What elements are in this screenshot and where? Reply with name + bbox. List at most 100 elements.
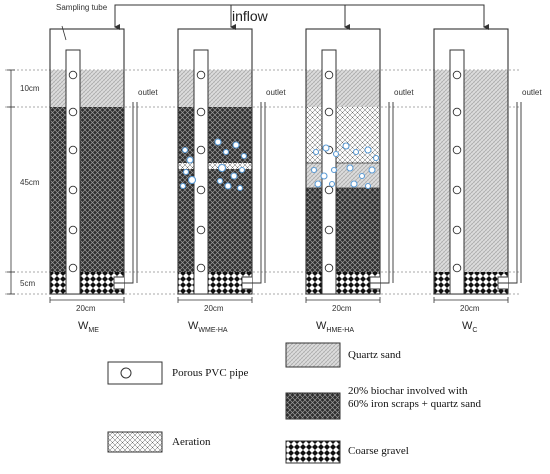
column-2-pvc-hole-3: [196, 145, 206, 155]
column-2-name: WWME-HA: [188, 320, 228, 334]
column-3-bubble-8: [328, 180, 336, 188]
column-1-outlet-tube: [114, 102, 134, 284]
column-1-layer-2: [50, 107, 124, 272]
column-1-pvc-hole-1: [68, 70, 78, 80]
column-2-bubble-6: [214, 138, 222, 146]
column-2-bubble-13: [224, 182, 232, 190]
dim-layer-middle: 45cm: [20, 178, 40, 187]
column-3-bubble-15: [350, 180, 358, 188]
column-4-width-label: 20cm: [460, 304, 480, 313]
column-1-outlet-label: outlet: [138, 88, 158, 97]
column-1-name: WME: [78, 320, 99, 334]
columns-group: [49, 28, 522, 303]
dim-layer-bottom: 5cm: [20, 279, 36, 288]
column-2-bubble-4: [187, 175, 197, 185]
column-3-bubble-6: [330, 166, 338, 174]
column-2-bubble-10: [217, 163, 227, 173]
column-2-pvc-hole-5: [196, 225, 206, 235]
column-3-name-main: W: [316, 320, 327, 332]
column-4-pvc-hole-4: [452, 185, 462, 195]
column-2-bubble-9: [240, 152, 248, 160]
column-4-pvc-hole-1: [452, 70, 462, 80]
legend-biochar-swatch: [285, 392, 341, 420]
column-3-outlet-label: outlet: [394, 88, 414, 97]
column-2-bubble-5: [179, 182, 187, 190]
column-2-outlet-tube: [242, 102, 262, 284]
column-2-name-sub: WME-HA: [198, 327, 228, 335]
column-2-aeration-band: [178, 163, 252, 169]
column-2-outlet-label: outlet: [266, 88, 286, 97]
column-4-pvc-pipe: [449, 49, 465, 295]
column-3-bubble-5: [320, 172, 328, 180]
column-3-container: [305, 28, 381, 295]
column-2-bubble-1: [181, 146, 189, 154]
column-2-width-label: 20cm: [204, 304, 224, 313]
column-3-bubble-10: [352, 148, 360, 156]
column-2-pvc-hole-4: [196, 185, 206, 195]
legend-gravel-label: Coarse gravel: [348, 445, 409, 457]
column-3-pvc-hole-2: [324, 107, 334, 117]
column-3-bubble-7: [314, 180, 322, 188]
column-1-layer-3: [50, 272, 124, 294]
sampling-tube-label: Sampling tube: [56, 3, 108, 12]
column-3-bubble-14: [368, 166, 376, 174]
column-4-name: WC: [462, 320, 477, 334]
column-2-bubble-14: [236, 184, 244, 192]
column-3-width-label: 20cm: [332, 304, 352, 313]
column-3-layer-5: [306, 272, 380, 294]
column-2-layer-1: [178, 70, 252, 107]
column-3-name-sub: HME-HA: [326, 327, 355, 335]
column-1-pvc-pipe: [65, 49, 81, 295]
column-3-bubble-3: [332, 150, 340, 158]
legend-quartz-swatch: [285, 342, 341, 368]
column-3-bubble-9: [342, 142, 350, 150]
column-2-bubble-12: [238, 166, 246, 174]
legend-swatches: [107, 342, 341, 464]
column-3-name: WHME-HA: [316, 320, 354, 334]
column-1-width-label: 20cm: [76, 304, 96, 313]
legend-biochar-label: 20% biochar involved with 60% iron scrap…: [348, 385, 481, 410]
column-3-bubble-2: [322, 144, 330, 152]
legend-aeration-swatch: [107, 431, 163, 453]
column-1-name-sub: ME: [88, 327, 99, 335]
legend-aeration-label: Aeration: [172, 436, 211, 448]
sampling-tube-pointer: [61, 25, 67, 41]
column-4-name-main: W: [462, 320, 473, 332]
dim-layer-top: 10cm: [20, 84, 40, 93]
column-4-layer-2: [434, 272, 508, 294]
column-3-layer-1: [306, 70, 380, 107]
column-3-pvc-hole-5: [324, 225, 334, 235]
column-1-layer-1: [50, 70, 124, 107]
column-4-container: [433, 28, 509, 295]
column-3-bubble-17: [372, 154, 380, 162]
column-2-bubble-3: [182, 168, 190, 176]
column-1-container: [49, 28, 125, 295]
inflow-manifold: [114, 4, 489, 30]
column-1-name-main: W: [78, 320, 89, 332]
column-4-pvc-hole-2: [452, 107, 462, 117]
column-2-pvc-pipe: [193, 49, 209, 295]
column-3-bubble-4: [310, 166, 318, 174]
legend-pvc-circle: [120, 367, 132, 379]
column-2-bubble-2: [186, 156, 194, 164]
column-3-pvc-hole-6: [324, 263, 334, 273]
column-2-bubble-8: [232, 141, 240, 149]
column-3-bubble-1: [312, 148, 320, 156]
legend-quartz-label: Quartz sand: [348, 349, 401, 361]
column-3-bubble-13: [358, 172, 366, 180]
column-1-pvc-hole-2: [68, 107, 78, 117]
column-3-pvc-hole-4: [324, 185, 334, 195]
legend-pvc-swatch: [107, 361, 163, 385]
column-2-pvc-hole-1: [196, 70, 206, 80]
column-1-pvc-hole-3: [68, 145, 78, 155]
column-4-layer-1: [434, 70, 508, 272]
column-3-bubble-16: [364, 182, 372, 190]
column-2-pvc-hole-2: [196, 107, 206, 117]
column-1-pvc-hole-6: [68, 263, 78, 273]
column-4-pvc-hole-5: [452, 225, 462, 235]
legend-gravel-swatch: [285, 440, 341, 464]
column-2-pvc-hole-6: [196, 263, 206, 273]
column-3-pvc-hole-1: [324, 70, 334, 80]
column-3-outlet-tube: [370, 102, 390, 284]
column-4-name-sub: C: [472, 327, 478, 335]
